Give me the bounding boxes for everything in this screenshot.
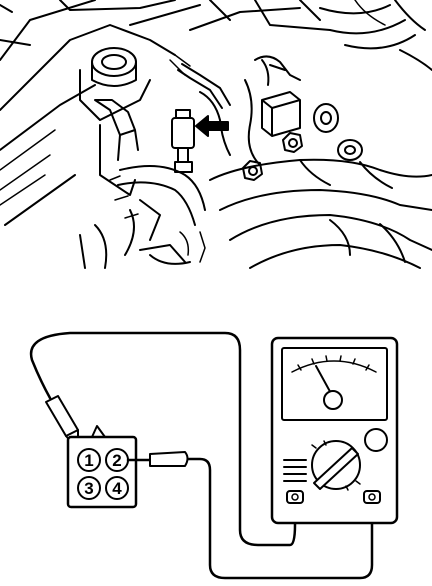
meter-vents xyxy=(283,459,307,482)
relay-block xyxy=(261,91,301,137)
pin-1-label: 1 xyxy=(84,451,93,470)
range-selector-knob-icon xyxy=(311,440,361,491)
pin-3-label: 3 xyxy=(84,479,93,498)
terminal-jack-icon xyxy=(286,490,381,504)
reservoir-cap xyxy=(79,47,151,121)
bolt-heads xyxy=(242,132,303,181)
pin-3 xyxy=(77,476,101,500)
pointer-arrow xyxy=(195,115,229,137)
sensor-connector xyxy=(171,109,195,173)
sensor-pipe xyxy=(177,63,231,109)
pin-4-label: 4 xyxy=(112,479,122,498)
adjust-knob-icon xyxy=(364,428,388,452)
fender-panel xyxy=(0,0,176,226)
pin-2-label: 2 xyxy=(112,451,121,470)
analog-ohmmeter xyxy=(270,336,399,525)
intake-manifold xyxy=(209,158,432,211)
pin-4 xyxy=(105,476,129,500)
test-setup-diagram: 1 2 3 4 xyxy=(29,331,399,580)
test-lead-red xyxy=(186,457,374,580)
sensor-connector-pins: 1 2 3 4 xyxy=(66,425,138,509)
engine-bay-illustration xyxy=(0,0,432,269)
pin-1 xyxy=(77,448,101,472)
test-lead-black xyxy=(29,331,297,547)
bracket xyxy=(94,99,139,161)
